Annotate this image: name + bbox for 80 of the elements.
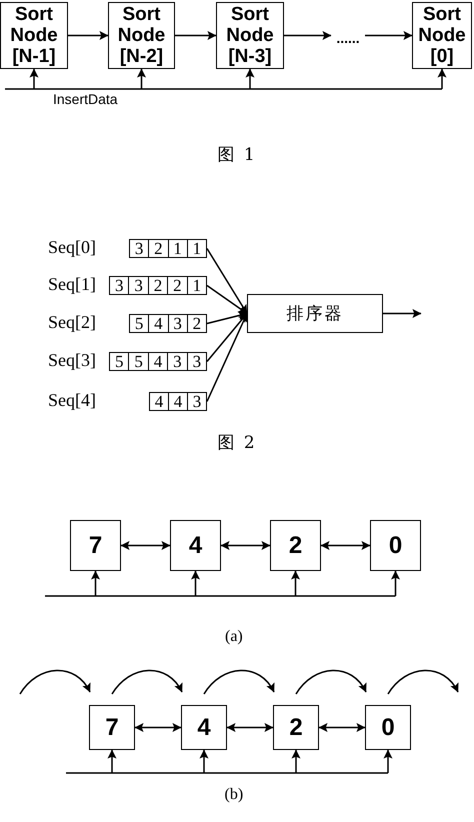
array-cell: 5: [128, 353, 148, 370]
number-box: 7: [89, 705, 135, 750]
arrow: [291, 570, 300, 596]
arrow: [30, 68, 38, 89]
arrow: [206, 311, 248, 324]
bus-line: [45, 595, 396, 597]
array-cell: 2: [148, 240, 168, 257]
array-cell-text: 4: [154, 393, 164, 410]
figure-caption: (b): [224, 786, 244, 804]
sequence-array: [129, 239, 207, 258]
sort-node-box: Sort Node [N-3]: [216, 2, 284, 69]
array-cell-text: 5: [114, 353, 124, 370]
arrow: [365, 31, 412, 40]
figure-caption: 图 2: [218, 432, 257, 454]
sequence-label: Seq[1]: [48, 274, 96, 295]
number-box: 4: [170, 520, 221, 571]
arrow: [438, 68, 446, 89]
arrow: [68, 31, 108, 40]
array-cell: 4: [148, 315, 168, 332]
arrow: [206, 284, 248, 314]
sort-node-box: Sort Node [N-2]: [108, 2, 175, 69]
array-cell: 1: [186, 240, 206, 257]
array-cell: 3: [168, 315, 187, 332]
arrow: [91, 570, 100, 596]
array-cell: 3: [186, 353, 206, 370]
array-cell-text: 5: [134, 315, 144, 332]
number-box: 2: [270, 520, 321, 571]
array-cell-text: 3: [134, 240, 144, 257]
array-cell: 2: [148, 277, 168, 294]
sorter-box: 排序器: [247, 294, 383, 333]
number-box: 0: [370, 520, 421, 571]
array-cell: 3: [167, 353, 187, 370]
arrow: [206, 313, 248, 362]
arrow: [391, 570, 400, 596]
sort-node-box: Sort Node [0]: [412, 2, 472, 69]
sequence-label: Seq[4]: [48, 390, 96, 411]
double-arrow: [134, 723, 182, 732]
figure-caption: 图 1: [218, 144, 257, 166]
output-arrow: [383, 309, 422, 318]
arrow: [175, 31, 216, 40]
number-box: 4: [181, 705, 227, 750]
arrow: [137, 68, 146, 89]
array-cell: 1: [186, 277, 206, 294]
arrow: [108, 750, 116, 773]
double-arrow: [318, 723, 366, 732]
figure-caption: (a): [225, 628, 243, 646]
arrow: [284, 31, 332, 40]
arrow: [246, 68, 254, 89]
array-cell: 4: [148, 353, 168, 370]
bus-line: [66, 772, 388, 774]
double-arrow: [220, 541, 270, 550]
arrow: [191, 570, 200, 596]
number-box: 2: [273, 705, 319, 750]
arrow: [292, 750, 300, 773]
sort-node-box: Sort Node [N-1]: [0, 2, 68, 69]
ellipsis-text: ......: [331, 28, 365, 48]
array-cell: 2: [167, 277, 187, 294]
number-box: 0: [365, 705, 411, 750]
array-cell: 1: [168, 240, 187, 257]
array-cell: 4: [168, 393, 187, 410]
sequence-label: Seq[2]: [48, 312, 96, 333]
sequence-array: [149, 392, 207, 411]
sequence-label: Seq[0]: [48, 237, 96, 258]
array-cell: 3: [128, 277, 148, 294]
double-arrow: [120, 541, 170, 550]
number-box: 7: [70, 520, 121, 571]
arrow: [384, 750, 392, 773]
array-cell-text: 3: [114, 277, 124, 294]
arrow: [206, 248, 248, 314]
bus-line: [5, 88, 442, 90]
sequence-array: [109, 352, 207, 371]
arrow: [200, 750, 208, 773]
sequence-array: [109, 276, 207, 295]
sequence-label: Seq[3]: [48, 350, 96, 371]
array-cell: 3: [187, 393, 206, 410]
bus-label: InsertData: [53, 90, 118, 109]
array-cell: 2: [186, 315, 206, 332]
sequence-array: [129, 314, 207, 333]
double-arrow: [226, 723, 274, 732]
double-arrow: [320, 541, 370, 550]
